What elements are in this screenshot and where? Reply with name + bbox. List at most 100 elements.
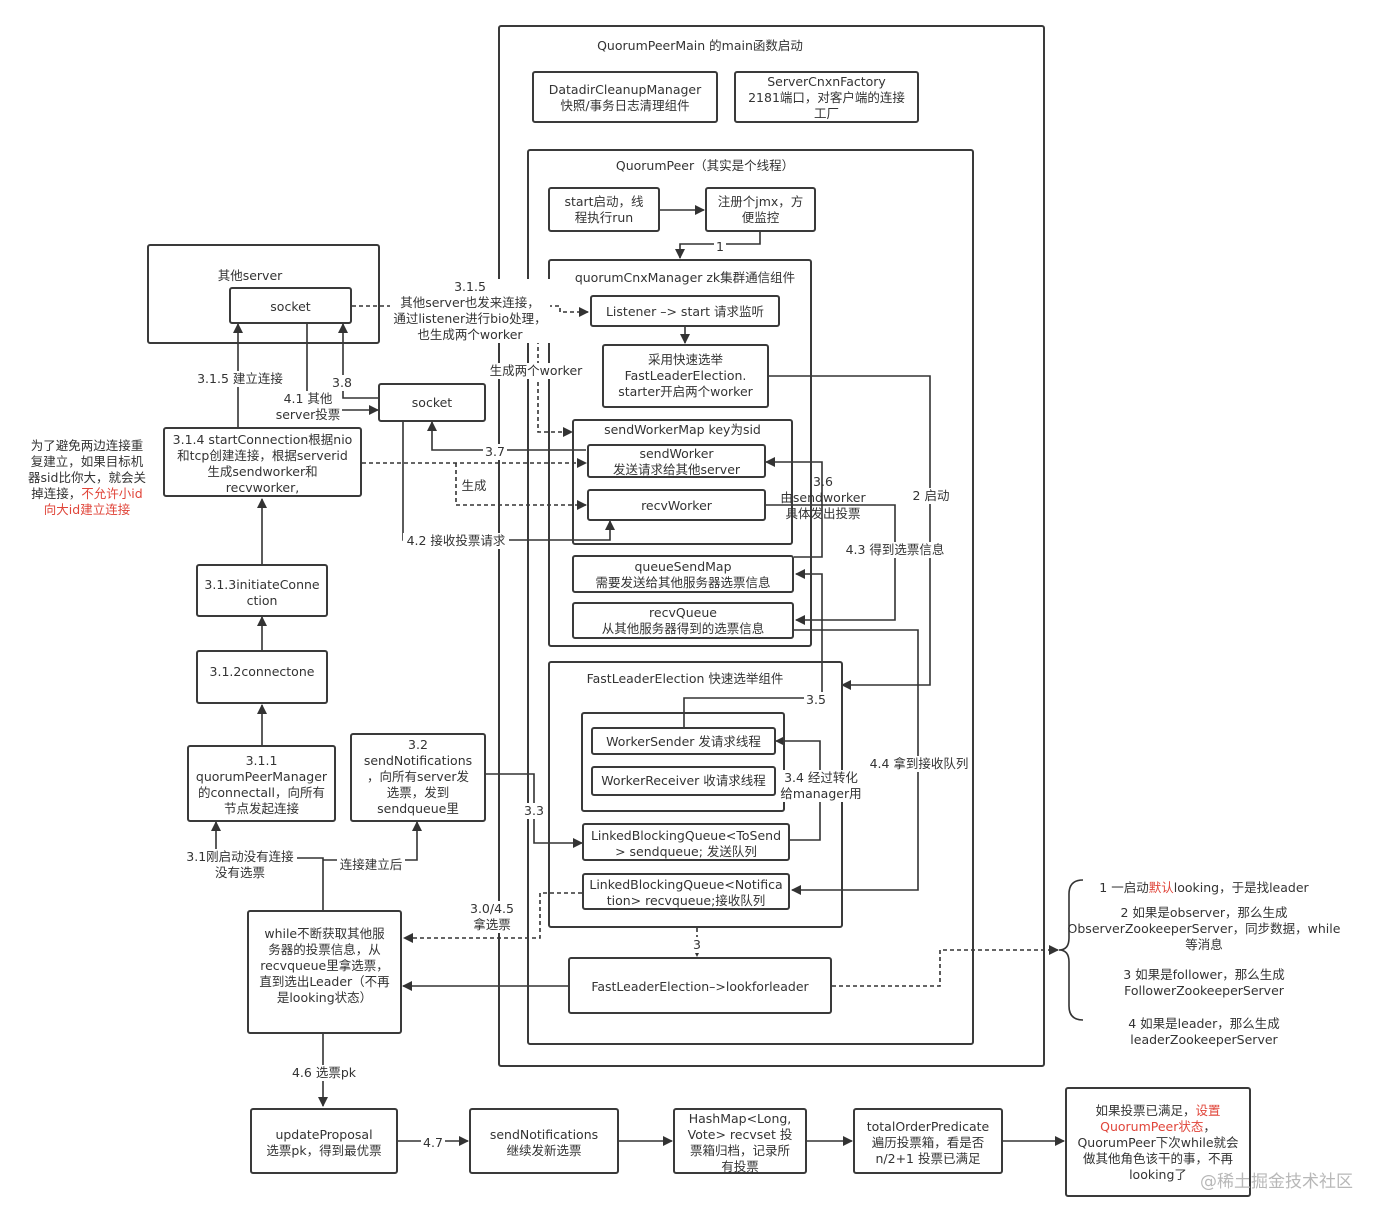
label-3-7: 3.7: [483, 444, 507, 460]
queue-send-map-box: [572, 555, 794, 593]
label-4-4: 4.4 拿到接收队列: [866, 756, 972, 772]
connect-all-box: [187, 745, 336, 822]
hashmap-box: [673, 1108, 807, 1174]
fast-start-box: [602, 344, 769, 408]
initiate-connection-text: 3.1.3initiateConne ction: [204, 577, 320, 608]
label-gen-two-workers: 生成两个worker: [488, 363, 584, 379]
main-title: QuorumPeerMain 的main函数启动: [597, 38, 803, 53]
quorum-peer-container: [527, 149, 974, 1045]
datadir-cleanup-box: [532, 71, 718, 123]
fast-leader-election-title: FastLeaderElection 快速选举组件: [586, 671, 784, 686]
dash-gen-recvworker: [455, 463, 587, 510]
label-3-5: 3.5: [804, 692, 828, 708]
recv-queue-fle-text: LinkedBlockingQueue<Notifica tion> recvq…: [589, 877, 783, 908]
recv-queue-text: recvQueue 从其他服务器得到的选票信息: [601, 605, 765, 636]
label-2-start: 2 启动: [908, 488, 954, 504]
label-4-6: 4.6 选票pk: [290, 1065, 358, 1081]
note-1-red: 默认: [1148, 880, 1174, 895]
worker-receiver-text: WorkerReceiver 收请求线程: [601, 773, 766, 788]
worker-sender-box: [591, 727, 776, 755]
start-connection-text: 3.1.4 startConnection根据nio 和tcp创建连接，根据se…: [172, 432, 353, 495]
arrow-fast-fle: [768, 375, 931, 690]
other-socket-box: [229, 287, 352, 324]
note-2: 2 如果是observer，那么生成 ObserverZookeeperServ…: [1067, 905, 1341, 952]
send-notifications-box: [350, 733, 486, 822]
label-1: 1: [714, 239, 726, 255]
label-3: 3: [691, 937, 703, 953]
listener-text: Listener –> start 请求监听: [605, 304, 765, 319]
arrow-3-7: [427, 421, 586, 451]
label-connection-established: 连接建立后: [337, 857, 405, 873]
listener-box: [590, 295, 780, 327]
total-order-box: [853, 1108, 1003, 1174]
label-3-1: 3.1刚启动没有连接 没有选票: [183, 849, 297, 881]
quorum-peer-title: QuorumPeer（其实是个线程）: [615, 158, 795, 173]
note-1: 1 一启动默认looking，于是找leader: [1065, 880, 1343, 896]
arrow-3-8: [338, 323, 378, 399]
other-server-container: [147, 244, 380, 344]
worker-sender-text: WorkerSender 发请求线程: [606, 734, 761, 749]
label-3-6: 3.6 由sendworker 具体发出投票: [780, 474, 866, 521]
notes-brace: [1058, 879, 1084, 1021]
send-queue-box: [582, 823, 790, 861]
recv-worker-text: recvWorker: [641, 498, 712, 513]
local-socket-box: [378, 383, 486, 422]
start-connection-box: [163, 427, 362, 497]
arrow-while-sendnotif: [323, 821, 422, 861]
send-notifications-2-text: sendNotifications 继续发新选票: [489, 1127, 599, 1158]
label-3-8: 3.8: [330, 375, 354, 391]
note-1-b: looking，于是找leader: [1173, 880, 1309, 895]
final-text-b: ， QuorumPeer下次while就会 做其他角色该干的事，不再 looki…: [1077, 1119, 1239, 1182]
final-text-red: 设置 QuorumPeer状态: [1100, 1103, 1221, 1134]
start-box: [548, 187, 660, 232]
quorum-cnx-manager-title: quorumCnxManager zk集群通信组件: [574, 270, 796, 285]
note-4: 4 如果是leader，那么生成 leaderZookeeperServer: [1128, 1016, 1280, 1047]
send-notifications-2-box: [469, 1108, 619, 1174]
label-3-1-5-top: 3.1.5 其他server也发来连接， 通过listener进行bio处理， …: [390, 279, 550, 343]
left-note: 为了避免两边连接重 复建立，如果目标机 器sid比你大，就会关 掉连接，不允许小…: [22, 422, 152, 518]
server-cnxn-factory-text: ServerCnxnFactory 2181端口，对客户端的连接 工厂: [748, 74, 905, 121]
other-socket-text: socket: [270, 299, 311, 314]
label-gen: 生成: [460, 478, 488, 494]
send-worker-map-container: [572, 419, 793, 545]
label-4-7: 4.7: [421, 1135, 445, 1151]
connect-all-text: 3.1.1 quorumPeerManager 的connectall，向所有 …: [195, 753, 328, 816]
left-note-red-1: 不允许小id: [81, 486, 143, 501]
note-3: 3 如果是follower，那么生成 FollowerZookeeperServ…: [1123, 967, 1285, 998]
jmx-text: 注册个jmx，方 便监控: [717, 194, 804, 225]
send-worker-map-title: sendWorkerMap key为sid: [604, 422, 761, 437]
update-proposal-text: updateProposal 选票pk，得到最优票: [266, 1127, 382, 1158]
other-server-title: 其他server: [217, 268, 283, 283]
start-text: start启动，线 程执行run: [564, 194, 644, 225]
quorum-cnx-manager-container: [548, 259, 812, 647]
jmx-box: [705, 187, 816, 232]
server-cnxn-factory-box: [734, 71, 919, 123]
while-loop-box: [247, 910, 402, 1034]
recv-queue-fle-box: [582, 873, 790, 910]
send-worker-box: [587, 444, 766, 478]
arrow-3-6: [765, 457, 823, 558]
label-3-0-4-5: 3.0/4.5 拿选票: [464, 901, 520, 933]
local-socket-text: socket: [411, 395, 453, 410]
final-text-a: 如果投票已满足，: [1095, 1103, 1196, 1118]
initiate-connection-box: [196, 564, 328, 617]
queue-send-map-text: queueSendMap 需要发送给其他服务器选票信息: [595, 559, 771, 590]
arrow-4-3: [766, 504, 896, 625]
total-order-text: totalOrderPredicate 遍历投票箱，看是否 n/2+1 投票已满…: [866, 1119, 990, 1166]
label-3-1-5: 3.1.5 建立连接: [195, 371, 285, 387]
worker-receiver-box: [591, 766, 776, 796]
connectone-text: 3.1.2connectone: [209, 664, 315, 679]
label-3-4: 3.4 经过转化 给manager用: [780, 770, 862, 802]
final-box: [1065, 1087, 1251, 1197]
fast-start-text: 采用快速选举 FastLeaderElection. starter开启两个wo…: [618, 352, 753, 399]
watermark: @稀土掘金技术社区: [1200, 1172, 1353, 1192]
send-queue-text: LinkedBlockingQueue<ToSend > sendqueue; …: [590, 828, 782, 859]
update-proposal-box: [250, 1108, 398, 1174]
left-note-red-2: 向大id建立连接: [43, 502, 131, 517]
datadir-cleanup-text: DatadirCleanupManager 快照/事务日志清理组件: [548, 82, 702, 113]
label-3-3: 3.3: [522, 803, 546, 819]
final-text: 如果投票已满足，设置 QuorumPeer状态， QuorumPeer下次whi…: [1067, 1103, 1249, 1183]
label-4-3: 4.3 得到选票信息: [843, 542, 947, 558]
worker-group-container: [581, 712, 785, 812]
while-loop-text: while不断获取其他服 务器的投票信息，从 recvqueue里拿选票， 直到…: [259, 926, 390, 1005]
